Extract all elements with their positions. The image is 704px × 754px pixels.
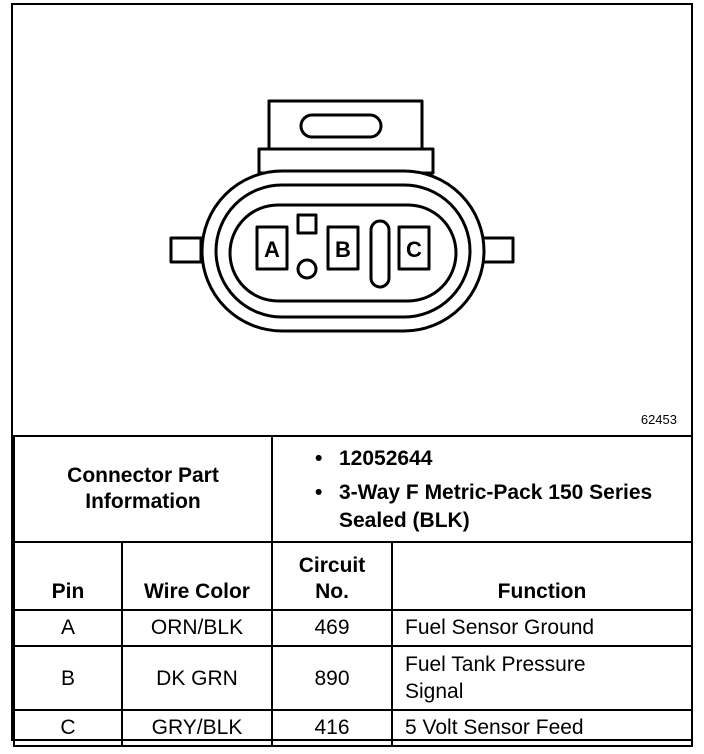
figure-id: 62453 [640, 412, 677, 427]
pin-cavity-a [255, 225, 289, 271]
connector-part-label: Connector Part Information [13, 435, 273, 543]
header-pin: Pin [13, 541, 123, 611]
cell-circuit: 469 [271, 609, 393, 647]
table-row: B DK GRN 890 Fuel Tank Pressure Signal [13, 645, 693, 711]
key-rib [369, 219, 391, 289]
pin-label-c: C [406, 237, 422, 262]
part-description: 3-Way F Metric-Pack 150 Series Sealed (B… [313, 479, 691, 535]
header-circuit-line2: No. [315, 580, 349, 603]
cell-circuit: 416 [271, 709, 393, 747]
key-slot-small [296, 213, 318, 235]
right-nub [481, 236, 515, 264]
cell-wire-color: GRY/BLK [121, 709, 273, 747]
cell-pin: B [13, 645, 123, 711]
table-row: A ORN/BLK 469 Fuel Sensor Ground [13, 609, 693, 647]
diagram-frame: A B C 62453 Connector Part Information 1… [11, 3, 693, 747]
header-circuit-line1: Circuit [298, 554, 366, 577]
connector-part-label-line2: Information [85, 490, 201, 513]
cell-pin: A [13, 609, 123, 647]
cell-wire-color: DK GRN [121, 645, 273, 711]
cell-function: Fuel Tank Pressure Signal [391, 645, 693, 711]
header-circuit: Circuit No. [271, 541, 393, 611]
pin-table-header: Pin Wire Color Circuit No. Function [13, 541, 693, 611]
connector-face-view: A B C [169, 99, 515, 333]
connector-drawing: A B C [13, 5, 691, 435]
connector-part-row: Connector Part Information 12052644 3-Wa… [13, 435, 693, 543]
cell-function: 5 Volt Sensor Feed [391, 709, 693, 747]
connector-info-table: Connector Part Information 12052644 3-Wa… [13, 435, 693, 747]
cell-circuit: 890 [271, 645, 393, 711]
connector-part-values: 12052644 3-Way F Metric-Pack 150 Series … [271, 435, 693, 543]
lock-slot [299, 113, 383, 139]
table-row: C GRY/BLK 416 5 Volt Sensor Feed [13, 709, 693, 747]
header-function: Function [391, 541, 693, 611]
part-number: 12052644 [313, 445, 691, 473]
cell-pin: C [13, 709, 123, 747]
connector-part-label-line1: Connector Part [67, 464, 219, 487]
key-hole [296, 258, 318, 280]
pin-label-a: A [264, 237, 280, 262]
header-wire-color: Wire Color [121, 541, 273, 611]
pin-cavity-b [326, 225, 360, 271]
cell-function: Fuel Sensor Ground [391, 609, 693, 647]
cell-wire-color: ORN/BLK [121, 609, 273, 647]
pin-cavity-c [397, 225, 431, 271]
left-nub [169, 236, 203, 264]
pin-label-b: B [335, 237, 351, 262]
